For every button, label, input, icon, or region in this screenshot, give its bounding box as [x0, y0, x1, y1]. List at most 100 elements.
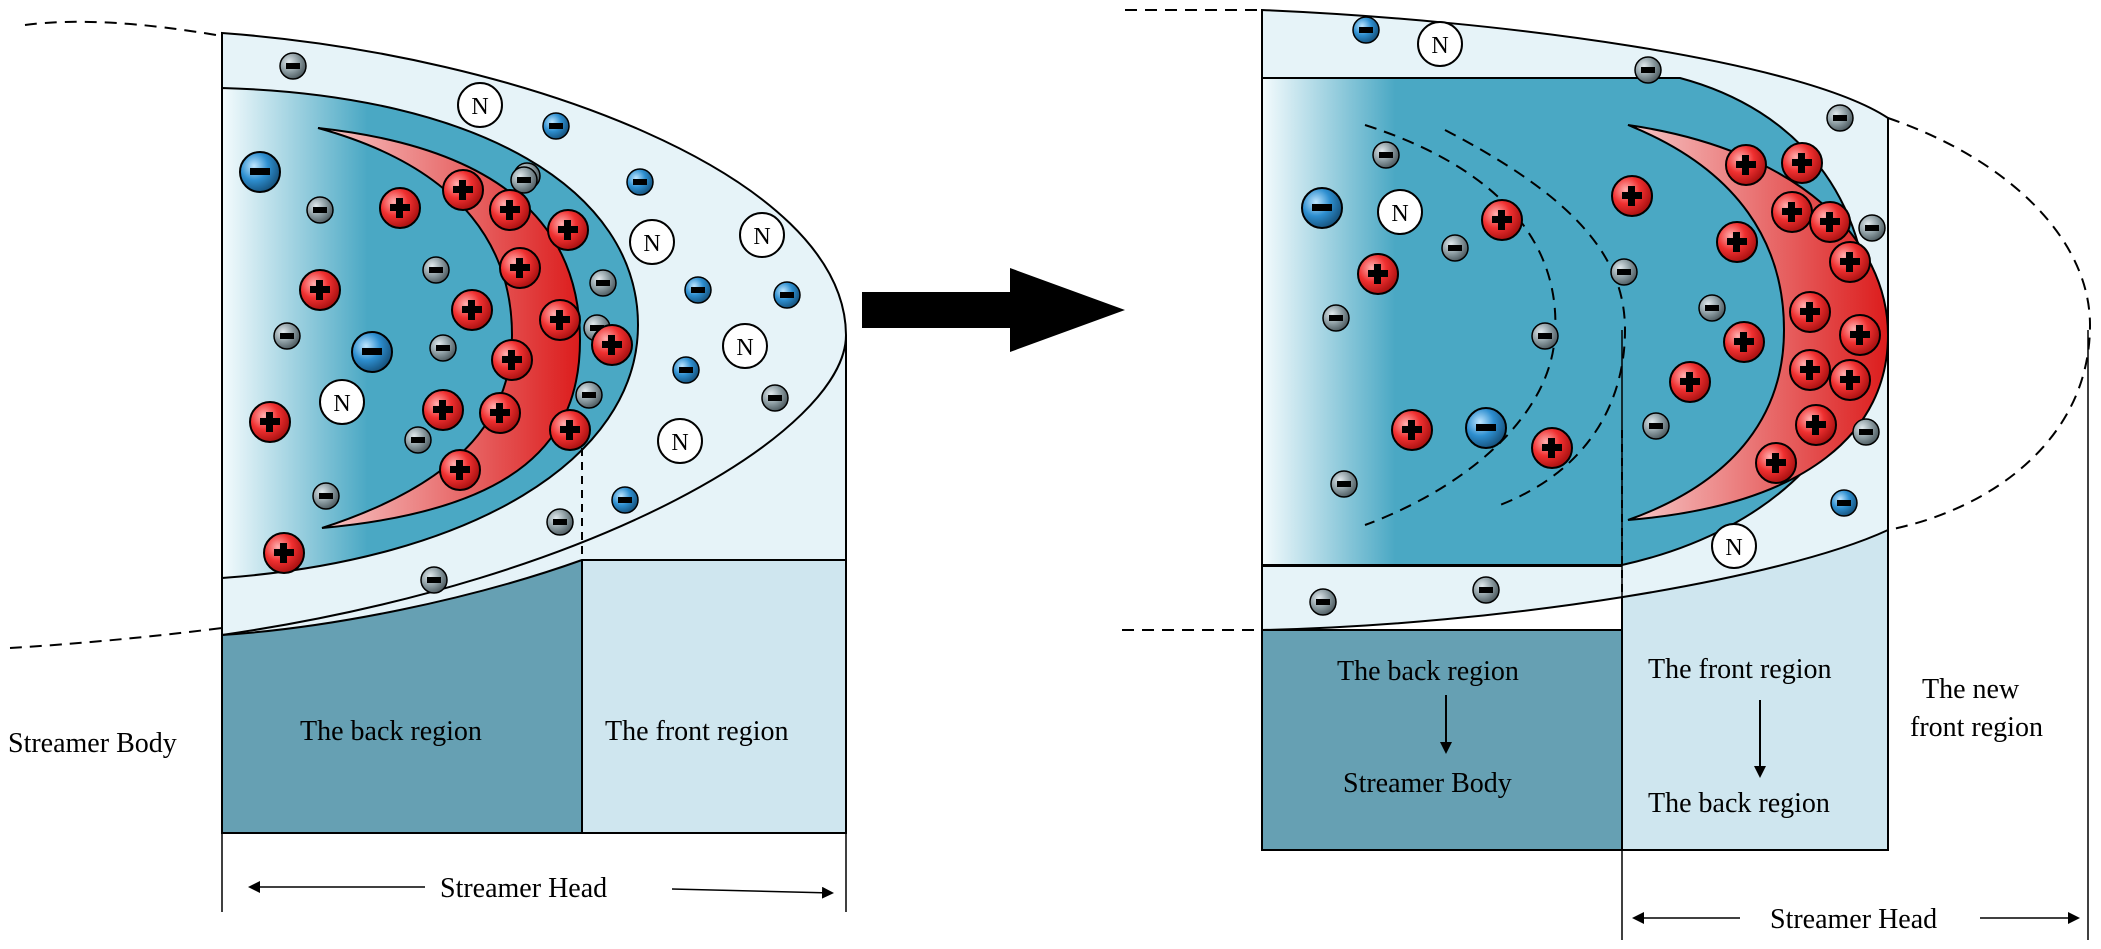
positive-ion-icon: [1829, 359, 1871, 401]
negative-ion-icon: [312, 482, 340, 510]
positive-ion-icon: [442, 169, 484, 211]
positive-ion-icon: [1725, 144, 1767, 186]
svg-text:N: N: [1725, 535, 1742, 561]
positive-ion-icon: [1789, 291, 1831, 333]
positive-ion-icon: [1391, 409, 1433, 451]
right-back-region-2-label: The back region: [1648, 788, 1830, 819]
left-dashed-outline-bottom: [9, 627, 223, 649]
negative-ion-icon: [589, 269, 617, 297]
positive-ion-icon: [299, 269, 341, 311]
positive-ion-icon: [1723, 321, 1765, 363]
left-head-arrow-right: [671, 886, 834, 899]
negative-ion-icon: [626, 168, 654, 196]
negative-ion-icon: [1826, 104, 1854, 132]
left-front-region-box: [581, 559, 847, 834]
negative-ion-icon: [351, 331, 393, 373]
negative-ion-icon: [1472, 576, 1500, 604]
negative-ion-icon: [611, 486, 639, 514]
negative-ion-icon: [1634, 56, 1662, 84]
left-streamer-body-label: Streamer Body: [8, 728, 177, 759]
negative-ion-icon: [239, 151, 281, 193]
transition-arrow-icon: [862, 268, 1125, 352]
neutral-molecule-icon: N: [629, 219, 675, 265]
positive-ion-icon: [547, 209, 589, 251]
right-dashed-outline-front: [1887, 117, 2092, 531]
positive-ion-icon: [1795, 404, 1837, 446]
negative-ion-icon: [1858, 214, 1886, 242]
positive-ion-icon: [1755, 442, 1797, 484]
right-streamer-body-label: Streamer Body: [1343, 768, 1512, 799]
negative-ion-icon: [510, 166, 538, 194]
positive-ion-icon: [263, 532, 305, 574]
right-diagram: The back region Streamer Body The front …: [1122, 8, 2092, 940]
positive-ion-icon: [1531, 427, 1573, 469]
right-back-region-box: [1261, 629, 1623, 851]
left-streamer-head-label: Streamer Head: [440, 873, 607, 904]
negative-ion-icon: [1465, 407, 1507, 449]
right-new-front-label-line1: The new: [1922, 674, 2020, 705]
negative-ion-icon: [1642, 412, 1670, 440]
negative-ion-icon: [684, 276, 712, 304]
negative-ion-icon: [429, 334, 457, 362]
negative-ion-icon: [1610, 258, 1638, 286]
svg-text:N: N: [1391, 201, 1408, 227]
negative-ion-icon: [1309, 588, 1337, 616]
neutral-molecule-icon: N: [319, 379, 365, 425]
left-particles: N N N N N N: [239, 52, 801, 594]
right-old-front-arc-2: [1444, 129, 1627, 506]
negative-ion-icon: [1301, 187, 1343, 229]
right-new-front-label-line2: front region: [1910, 712, 2043, 743]
svg-text:N: N: [736, 335, 753, 361]
positive-ion-icon: [1716, 221, 1758, 263]
neutral-molecule-icon: N: [657, 418, 703, 464]
negative-ion-icon: [404, 426, 432, 454]
negative-ion-icon: [420, 566, 448, 594]
svg-text:N: N: [1431, 33, 1448, 59]
svg-text:N: N: [643, 231, 660, 257]
positive-ion-icon: [479, 392, 521, 434]
left-dashed-outline-top: [24, 20, 223, 37]
positive-ion-icon: [1611, 175, 1653, 217]
negative-ion-icon: [1330, 470, 1358, 498]
positive-ion-icon: [1789, 349, 1831, 391]
neutral-molecule-icon: N: [1377, 189, 1423, 235]
right-particles: N N N: [1301, 16, 1886, 616]
negative-ion-icon: [672, 356, 700, 384]
positive-ion-icon: [549, 409, 591, 451]
positive-ion-icon: [1839, 314, 1881, 356]
positive-ion-icon: [439, 449, 481, 491]
positive-ion-icon: [451, 289, 493, 331]
positive-ion-icon: [379, 187, 421, 229]
left-back-region-label: The back region: [300, 716, 482, 747]
negative-ion-icon: [1352, 16, 1380, 44]
neutral-molecule-icon: N: [722, 323, 768, 369]
negative-ion-icon: [773, 281, 801, 309]
positive-ion-icon: [1481, 199, 1523, 241]
positive-ion-icon: [499, 247, 541, 289]
negative-ion-icon: [273, 322, 301, 350]
negative-ion-icon: [1852, 418, 1880, 446]
svg-text:N: N: [471, 94, 488, 120]
negative-ion-icon: [1698, 294, 1726, 322]
positive-ion-icon: [539, 299, 581, 341]
neutral-molecule-icon: N: [1417, 21, 1463, 67]
left-diagram: Streamer Body The back region The front …: [8, 20, 847, 912]
positive-ion-icon: [1357, 253, 1399, 295]
negative-ion-icon: [761, 384, 789, 412]
svg-text:N: N: [671, 430, 688, 456]
right-back-region-label: The back region: [1337, 656, 1519, 687]
negative-ion-icon: [422, 256, 450, 284]
negative-ion-icon: [1322, 304, 1350, 332]
positive-ion-icon: [491, 339, 533, 381]
negative-ion-icon: [542, 112, 570, 140]
positive-ion-icon: [1669, 361, 1711, 403]
positive-ion-icon: [422, 389, 464, 431]
positive-ion-icon: [489, 189, 531, 231]
right-front-region-label: The front region: [1648, 654, 1832, 685]
negative-ion-icon: [1441, 234, 1469, 262]
positive-ion-icon: [591, 324, 633, 366]
left-outer-tip: [221, 334, 847, 636]
negative-ion-icon: [279, 52, 307, 80]
negative-ion-icon: [306, 196, 334, 224]
